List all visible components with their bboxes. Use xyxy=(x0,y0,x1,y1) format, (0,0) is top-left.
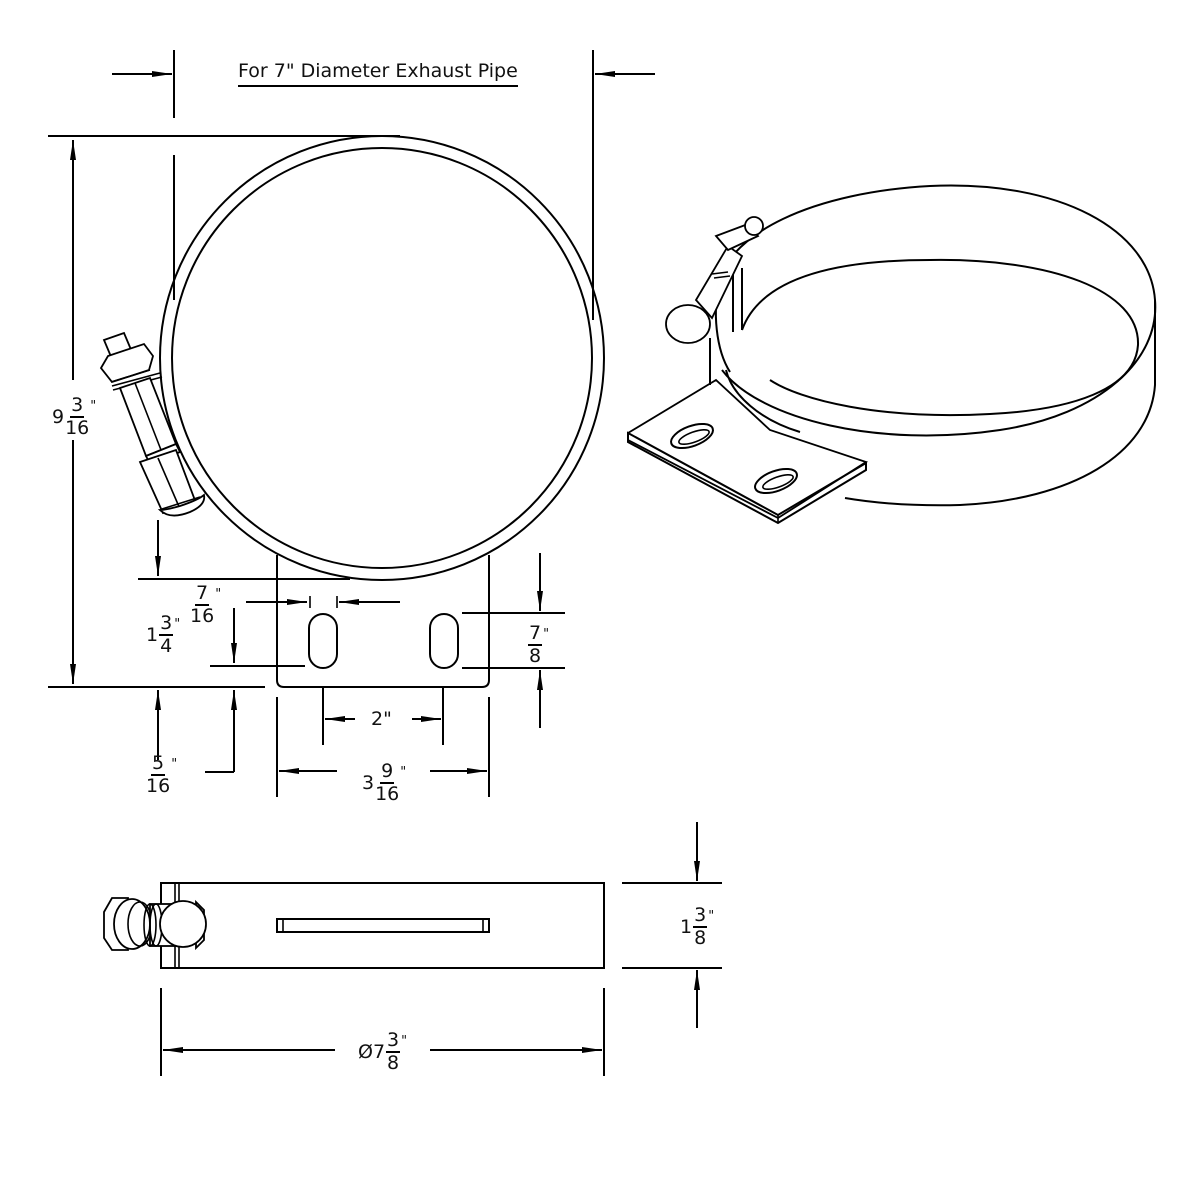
dim-bracket-width: 3 9 16 " xyxy=(362,762,406,804)
dim-unit: " xyxy=(543,627,550,642)
dim-denominator: 8 xyxy=(529,645,542,667)
bolt-assembly-top xyxy=(103,897,207,951)
dim-fraction: 9 16 xyxy=(375,762,399,804)
bolt-assembly-iso xyxy=(665,216,764,344)
dim-band-width: 1 3 8 " xyxy=(680,906,714,948)
dim-whole: 1 xyxy=(680,915,693,938)
dim-fraction: 3 4 xyxy=(159,612,174,657)
dim-unit: " xyxy=(90,399,97,414)
drawing-title: For 7" Diameter Exhaust Pipe xyxy=(238,60,518,87)
dim-fraction: 3 8 xyxy=(693,904,708,949)
dim-numerator: 5 xyxy=(151,752,166,776)
dim-denominator: 8 xyxy=(387,1052,400,1074)
dim-numerator: 9 xyxy=(380,760,395,784)
dim-unit: " xyxy=(171,757,178,772)
dim-slot-length: 7 8 " xyxy=(528,624,549,666)
dim-numerator: 3 xyxy=(70,394,85,418)
dim-unit: " xyxy=(174,617,181,632)
bolt-assembly-front xyxy=(99,331,206,517)
dim-whole: 9 xyxy=(52,405,65,428)
dim-fraction: 3 16 xyxy=(65,396,89,438)
dim-unit: " xyxy=(401,1034,408,1049)
dim-slot-spacing: 2" xyxy=(371,708,392,730)
dim-slot-width: 7 16 " xyxy=(190,584,221,626)
dim-bracket-slot-height: 1 3 4 " xyxy=(146,614,180,656)
dim-numerator: 3 xyxy=(693,904,708,928)
dim-numerator: 7 xyxy=(528,622,543,646)
top-view xyxy=(103,822,722,1076)
dim-denominator: 4 xyxy=(160,635,173,657)
dim-numerator: 3 xyxy=(386,1029,401,1053)
front-view xyxy=(48,50,655,797)
dim-unit: " xyxy=(215,587,222,602)
dim-fraction: 3 8 xyxy=(386,1029,401,1074)
dim-denominator: 16 xyxy=(146,775,171,797)
dim-fraction: 7 8 xyxy=(528,622,543,667)
dim-whole: 3 xyxy=(362,771,375,794)
dim-denominator: 16 xyxy=(375,783,400,805)
dim-fraction: 5 16 xyxy=(146,754,170,796)
dim-denominator: 16 xyxy=(190,605,215,627)
dim-whole: Ø7 xyxy=(358,1040,386,1063)
dim-overall-height: 9 3 16 " xyxy=(52,396,96,438)
dim-numerator: 3 xyxy=(159,612,174,636)
dim-numerator: 7 xyxy=(195,582,210,606)
dim-whole: 1 xyxy=(146,623,159,646)
dim-unit: " xyxy=(400,765,407,780)
dim-fraction: 7 16 xyxy=(190,584,214,626)
dim-bottom-offset: 5 16 " xyxy=(146,754,177,796)
dim-clamp-diameter: Ø7 3 8 " xyxy=(358,1031,407,1073)
dim-unit: " xyxy=(708,909,715,924)
dim-denominator: 8 xyxy=(694,927,707,949)
dim-denominator: 16 xyxy=(65,417,90,439)
isometric-view xyxy=(627,184,1157,525)
